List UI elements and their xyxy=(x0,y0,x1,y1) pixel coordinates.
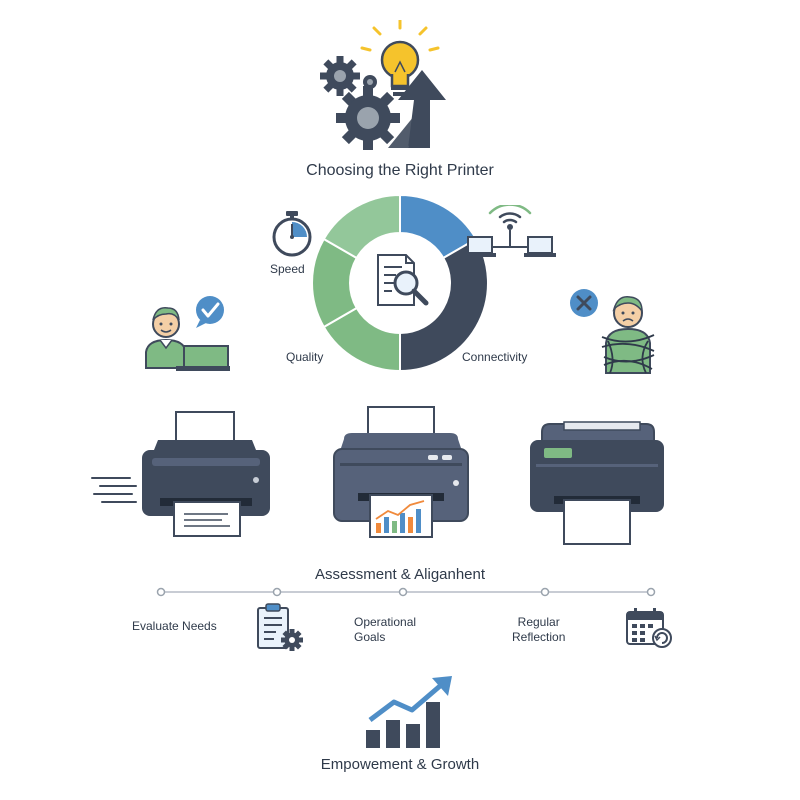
fast-printer-icon xyxy=(90,410,275,540)
label-speed: Speed xyxy=(270,262,305,276)
label-quality: Quality xyxy=(286,350,324,364)
clipboard-gear-icon xyxy=(254,602,306,652)
stopwatch-icon xyxy=(270,210,314,258)
basic-printer-icon xyxy=(528,420,668,550)
label-connectivity: Connectivity xyxy=(462,350,528,364)
growth-chart-icon xyxy=(362,672,458,752)
satisfied-user-icon xyxy=(140,290,235,375)
page-title: Choosing the Right Printer xyxy=(306,162,494,179)
calendar-refresh-icon xyxy=(624,606,674,650)
light-rays xyxy=(360,20,440,52)
frustrated-user-icon xyxy=(568,285,663,380)
mini-bar-chart xyxy=(375,500,425,533)
factor-donut xyxy=(310,193,490,373)
network-laptops-icon xyxy=(460,205,560,265)
step-regular-reflection: Regular Reflection xyxy=(512,615,566,644)
segment-connectivity xyxy=(399,237,489,373)
up-arrow-icon xyxy=(398,70,446,148)
assessment-timeline xyxy=(155,585,661,599)
tiny-gear-icon xyxy=(363,75,377,89)
step-evaluate-needs: Evaluate Needs xyxy=(132,619,217,633)
innovation-icon xyxy=(300,20,480,150)
document-search-icon xyxy=(377,254,429,306)
assessment-title: Assessment & Aliganhent xyxy=(314,566,486,583)
segment-top-left xyxy=(322,193,401,260)
small-gear-icon xyxy=(320,56,360,96)
lightbulb-icon xyxy=(380,40,420,96)
report-printer-icon xyxy=(330,405,475,540)
footer-title: Empowement & Growth xyxy=(320,756,480,773)
step-operational-goals: Operational Goals xyxy=(354,615,417,644)
gear-icon xyxy=(336,86,400,150)
